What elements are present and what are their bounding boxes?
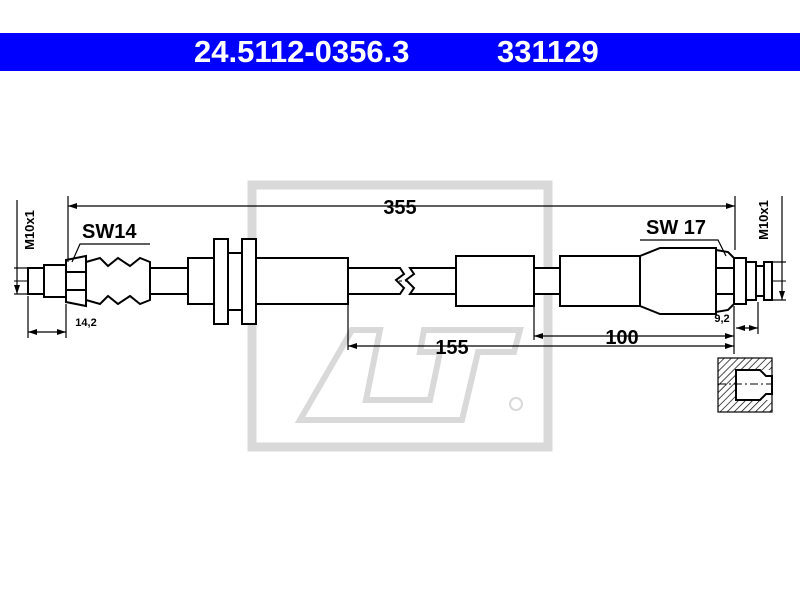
reference-number: 331129 — [497, 34, 599, 69]
dim-left-section: 155 — [435, 337, 468, 359]
dimension-lines — [14, 196, 786, 354]
header-bar: 24.5112-0356.3 331129 — [0, 33, 800, 71]
left-thread-label: M10x1 — [22, 210, 37, 250]
dim-right-fitting: 9,2 — [714, 313, 729, 325]
ate-logo-watermark — [247, 180, 553, 452]
right-thread-label: M10x1 — [756, 200, 771, 240]
dim-left-fitting: 14,2 — [75, 317, 96, 329]
dim-total-length: 355 — [383, 197, 416, 219]
hose-left — [149, 238, 406, 325]
left-wrench-size: SW14 — [82, 221, 137, 243]
dim-right-section: 100 — [605, 327, 638, 349]
part-number: 24.5112-0356.3 — [194, 34, 410, 69]
left-fitting — [27, 254, 151, 308]
right-wrench-size: SW 17 — [646, 217, 706, 239]
section-detail — [717, 357, 773, 413]
hose-right — [404, 247, 773, 315]
